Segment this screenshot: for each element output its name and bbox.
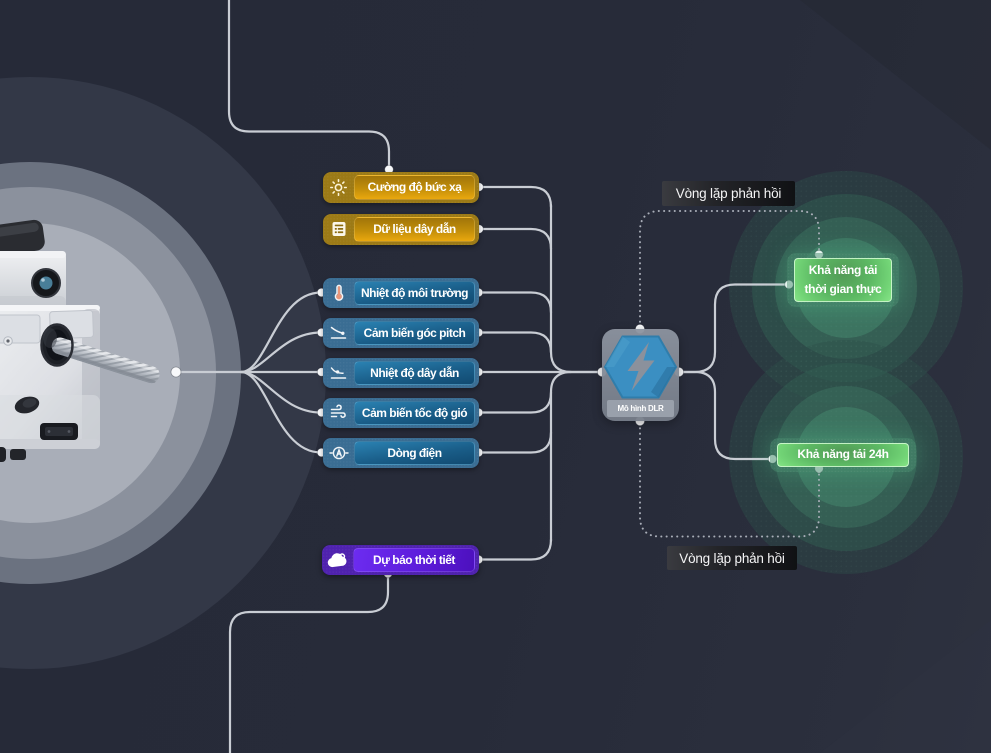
input-node-label: Dòng điện (354, 440, 475, 465)
sun-icon (323, 172, 354, 203)
input-node-wind-speed: Cảm biến tốc độ gió (323, 397, 479, 428)
input-node-label: Cảm biến góc pitch (354, 320, 475, 345)
input-node-radiation: Cường độ bức xạ (323, 171, 479, 203)
connector-wires (176, 0, 791, 753)
output-node-24h: Khả năng tải 24h (770, 437, 916, 472)
corner-shade-bottomright (820, 620, 991, 753)
input-node-conductor-temp: Nhiệt độ dây dẫn (323, 357, 479, 388)
model-node-dlr: Mô hình DLR (602, 329, 679, 421)
conductor-cable (51, 337, 160, 384)
input-node-label: Nhiệt độ dây dẫn (354, 360, 475, 385)
sensor-device-illustration (0, 219, 160, 462)
model-node-label: Mô hình DLR (607, 400, 674, 417)
output-node-realtime: Khả năng tải thời gian thực (787, 253, 899, 307)
output-node-label: Khả năng tải thời gian thực (794, 258, 892, 302)
conductor-sag-icon (323, 358, 354, 388)
wind-icon (323, 398, 354, 428)
input-node-label: Dữ liệu dây dẫn (354, 216, 475, 242)
device-camera-unit (0, 251, 66, 310)
input-node-label: Nhiệt độ môi trường (354, 280, 475, 305)
ampere-icon (323, 438, 354, 468)
device-body (0, 305, 100, 462)
pitch-angle-icon (323, 318, 354, 348)
device-cap (0, 219, 45, 258)
input-node-ambient-temp: Nhiệt độ môi trường (323, 277, 479, 308)
input-node-label: Dự báo thời tiết (353, 548, 475, 572)
cloud-icon (322, 545, 353, 575)
corner-shade-topright (800, 0, 991, 150)
input-node-weather-forecast: Dự báo thời tiết (322, 545, 479, 575)
input-node-pitch-angle: Cảm biến góc pitch (323, 317, 479, 348)
feedback-loop-wires (639, 210, 820, 538)
input-node-current: Dòng điện (323, 437, 479, 468)
output-node-label: Khả năng tải 24h (777, 442, 909, 467)
data-sheet-icon (323, 214, 354, 245)
device-grommet-and-cable (40, 323, 160, 384)
thermometer-icon (323, 278, 354, 308)
lightning-hexagon-icon (603, 335, 678, 399)
feedback-label-bottom: Vòng lặp phản hồi (667, 546, 797, 570)
feedback-label-top: Vòng lặp phản hồi (662, 181, 795, 206)
input-node-conductor-data: Dữ liệu dây dẫn (323, 213, 479, 245)
input-node-label: Cảm biến tốc độ gió (354, 400, 475, 425)
input-node-label: Cường độ bức xạ (354, 174, 475, 200)
